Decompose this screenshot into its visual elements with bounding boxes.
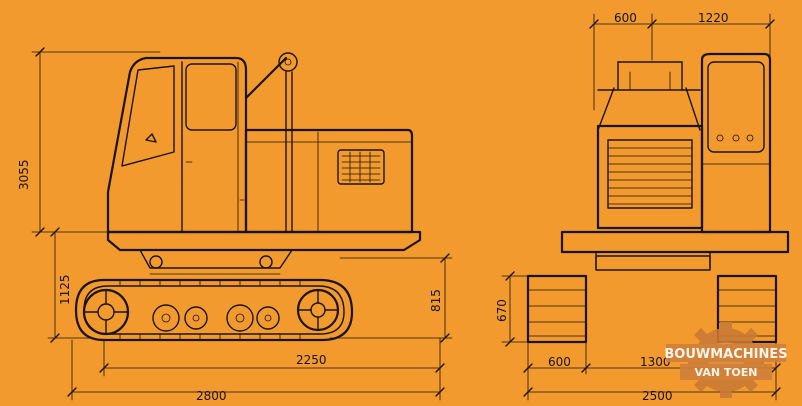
crawler-track-side — [74, 278, 354, 342]
overall-width-label: 2500 — [642, 389, 673, 403]
undercarriage-height-dimension: 1125 — [47, 227, 91, 343]
track-length-label: 2250 — [296, 353, 327, 367]
gauge-label: 1300 — [640, 355, 671, 369]
hoist-mast — [244, 52, 298, 233]
bouwmachines-logo: BOUWMACHINES VAN TOEN — [664, 322, 788, 398]
clearance-label: 815 — [429, 289, 443, 312]
track-width-label: 600 — [548, 355, 571, 369]
turntable — [106, 230, 422, 275]
overall-width-dimension: 2500 — [523, 387, 781, 403]
road-wheels — [152, 304, 280, 332]
track-height-dimension: 670 — [495, 271, 529, 347]
rear-base — [560, 230, 790, 271]
idler-wheel — [296, 288, 340, 332]
rear-body — [596, 124, 704, 230]
undercarriage-height-label: 1125 — [58, 274, 72, 305]
track-length-dimension: 2250 — [99, 339, 445, 377]
top-width-dimensions: 600 1220 — [589, 11, 775, 111]
clearance-dimension: 815 — [329, 253, 453, 343]
cab-width-label: 1220 — [698, 11, 729, 25]
side-view: 3055 1125 815 — [17, 47, 453, 403]
rear-left-track — [526, 274, 588, 344]
excavator-cab — [106, 56, 248, 234]
offset-label: 600 — [614, 11, 637, 25]
rear-view: 600 1220 — [495, 11, 790, 403]
rear-cab — [700, 52, 772, 234]
height-label: 3055 — [17, 159, 31, 190]
rear-hoist-frame — [597, 61, 701, 131]
overall-length-label: 2800 — [196, 389, 227, 403]
logo-line1: BOUWMACHINES — [664, 347, 787, 362]
track-height-label: 670 — [495, 299, 509, 322]
overall-length-dimension: 2800 — [67, 337, 445, 403]
engine-housing — [244, 128, 414, 234]
engine-grille — [341, 151, 381, 183]
track-links — [119, 279, 301, 341]
drive-sprocket — [82, 288, 130, 336]
height-dimension: 3055 — [17, 47, 161, 237]
logo-line2: VAN TOEN — [695, 366, 758, 379]
